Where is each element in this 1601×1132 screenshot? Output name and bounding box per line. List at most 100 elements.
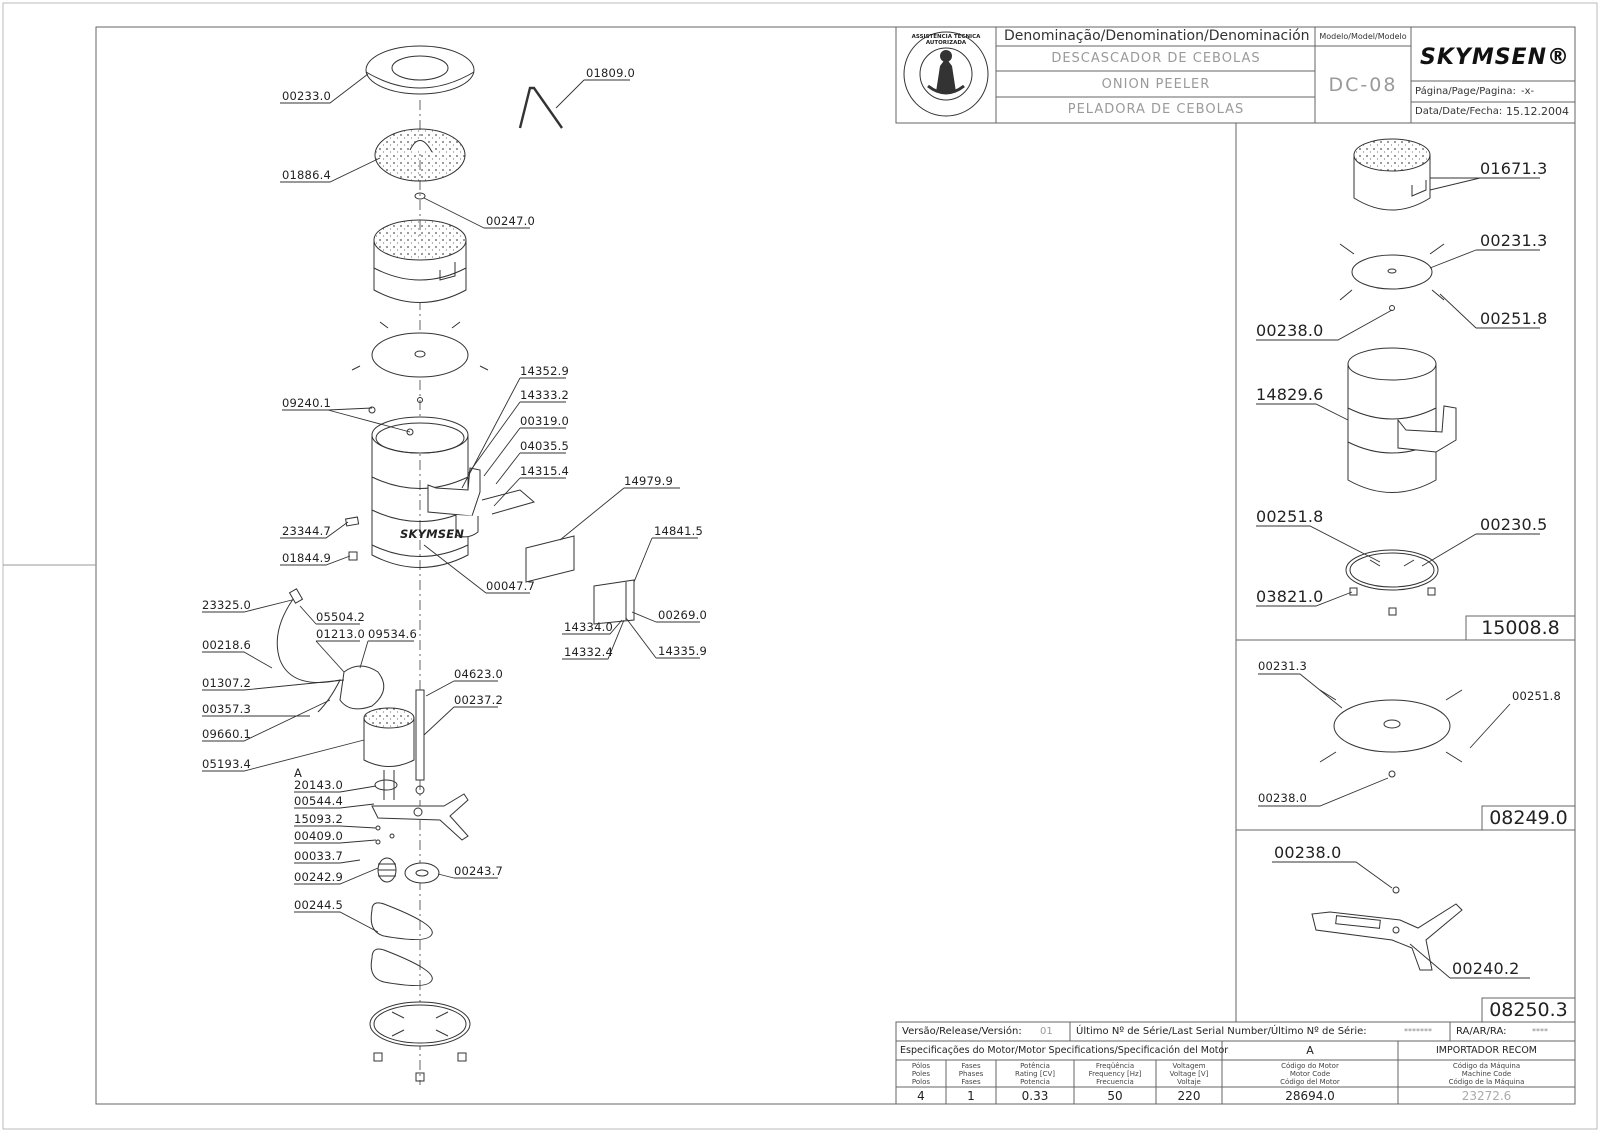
page-value: -x- (1521, 86, 1535, 97)
callout: 04035.5 (520, 439, 569, 453)
main-leaders (202, 73, 700, 933)
callout: 14333.2 (520, 388, 569, 402)
callout: 14841.5 (654, 524, 703, 538)
callout: 00251.8 (1480, 309, 1548, 328)
value-poles: 4 (917, 1089, 925, 1103)
main-callout-labels: 00233.0 01809.0 01886.4 00247.0 14352.9 … (202, 66, 707, 912)
callout: 01213.0 (316, 627, 365, 641)
callout: 14335.9 (658, 644, 707, 658)
callout: 14352.9 (520, 364, 569, 378)
detail-08249-labels: 00231.3 00251.8 00238.0 (1258, 659, 1561, 805)
ra-value: **** (1532, 1027, 1548, 1036)
detail-08250-labels: 00238.0 00240.2 (1274, 843, 1520, 978)
seal-text: ASSISTÊNCIA TÉCNICA AUTORIZADA (911, 34, 981, 46)
callout: 00544.4 (294, 794, 343, 808)
value-voltage: 220 (1177, 1089, 1201, 1103)
product-name-es: PELADORA DE CEBOLAS (1067, 102, 1245, 117)
callout: 00230.5 (1480, 515, 1548, 534)
callout: 23344.7 (282, 524, 331, 538)
callout: 00238.0 (1256, 321, 1324, 340)
callout: 23325.0 (202, 598, 251, 612)
callout: 00357.3 (202, 702, 251, 716)
header-motor-code: Código do Motor Motor Code Código del Mo… (1280, 1062, 1340, 1086)
callout: 00237.2 (454, 693, 503, 707)
callout: 01307.2 (202, 676, 251, 690)
callout: 00243.7 (454, 864, 503, 878)
release-label: Versão/Release/Versión: (902, 1026, 1022, 1037)
product-name-en: ONION PEELER (1101, 77, 1211, 92)
importer-label: IMPORTADOR RECOM (1435, 1045, 1537, 1056)
value-phases: 1 (967, 1089, 975, 1103)
value-motor-code: 28694.0 (1285, 1089, 1335, 1103)
callout: 15093.2 (294, 812, 343, 826)
callout: 09240.1 (282, 396, 331, 410)
callout: 05504.2 (316, 610, 365, 624)
motor-letter: A (1306, 1044, 1314, 1057)
date-label: Data/Date/Fecha: (1415, 106, 1503, 117)
body-logo: SKYMSEN (400, 527, 464, 541)
header-voltage: Voltagem Voltage [V] Voltaje (1169, 1062, 1209, 1086)
header-frequency: Freqüência Frequency [Hz] Frecuencia (1088, 1062, 1142, 1086)
callout: 00319.0 (520, 414, 569, 428)
callout: 20143.0 (294, 778, 343, 792)
release-value: 01 (1040, 1026, 1053, 1037)
authorized-service-seal (903, 31, 989, 117)
callout: 00244.5 (294, 898, 343, 912)
callout: 09534.6 (368, 627, 417, 641)
callout: 14979.9 (624, 474, 673, 488)
serial-value: ******* (1404, 1027, 1432, 1036)
detail-08249-leaders (1258, 673, 1511, 807)
exploded-view (276, 45, 635, 1085)
motor-spec-label: Especificações do Motor/Motor Specificat… (900, 1045, 1229, 1056)
callout: 00033.7 (294, 849, 343, 863)
callout: 01809.0 (586, 66, 635, 80)
callout: 14315.4 (520, 464, 569, 478)
bottom-block-grid (895, 1021, 1576, 1105)
detail-08250-leaders (1272, 861, 1530, 979)
value-frequency: 50 (1107, 1089, 1123, 1103)
detail-15008-drawing (1339, 138, 1457, 616)
callout: 00231.3 (1480, 231, 1548, 250)
date-value: 15.12.2004 (1506, 105, 1569, 118)
callout: 01886.4 (282, 168, 331, 182)
detail-08249-code: 08249.0 (1489, 807, 1568, 829)
header-phases: Fases Phases Fases (958, 1062, 984, 1086)
callout: 00240.2 (1452, 959, 1520, 978)
ra-label: RA/AR/RA: (1456, 1026, 1507, 1037)
header-machine-code: Código da Máquina Machine Code Código de… (1448, 1062, 1525, 1086)
callout: 00269.0 (658, 608, 707, 622)
callout: 03821.0 (1256, 587, 1324, 606)
callout: 00251.8 (1512, 689, 1561, 703)
detail-15008-leaders (1256, 177, 1540, 607)
callout: 09660.1 (202, 727, 251, 741)
callout: 01671.3 (1480, 159, 1548, 178)
callout: 00047.7 (486, 579, 535, 593)
callout: 00231.3 (1258, 659, 1307, 673)
callout: 01844.9 (282, 551, 331, 565)
callout: 00247.0 (486, 214, 535, 228)
callout: 00238.0 (1258, 791, 1307, 805)
header-poles: Pólos Poles Polos (911, 1062, 931, 1086)
callout: 00409.0 (294, 829, 343, 843)
detail-08250-code: 08250.3 (1489, 999, 1568, 1021)
callout: 14829.6 (1256, 385, 1324, 404)
detail-08250-drawing (1311, 886, 1463, 971)
detail-08249-drawing (1319, 689, 1463, 778)
callout: 00233.0 (282, 89, 331, 103)
denomination-header: Denominação/Denomination/Denominación (1004, 28, 1310, 44)
brand-logo: SKYMSEN® (1420, 45, 1571, 70)
callout: 04623.0 (454, 667, 503, 681)
callout: 00238.0 (1274, 843, 1342, 862)
detail-15008-code: 15008.8 (1481, 617, 1560, 639)
header-rating: Potência Rating [CV] Potencia (1015, 1062, 1055, 1086)
detail-15008-labels: 01671.3 00231.3 00238.0 00251.8 14829.6 … (1256, 159, 1548, 606)
serial-label: Último Nº de Série/Last Serial Number/Úl… (1076, 1026, 1367, 1037)
model-header: Modelo/Model/Modelo (1319, 32, 1407, 41)
value-rating: 0.33 (1021, 1089, 1049, 1103)
callout: 00242.9 (294, 870, 343, 884)
callout: 14334.0 (564, 620, 613, 634)
model-code: DC-08 (1328, 74, 1398, 96)
callout: 05193.4 (202, 757, 251, 771)
